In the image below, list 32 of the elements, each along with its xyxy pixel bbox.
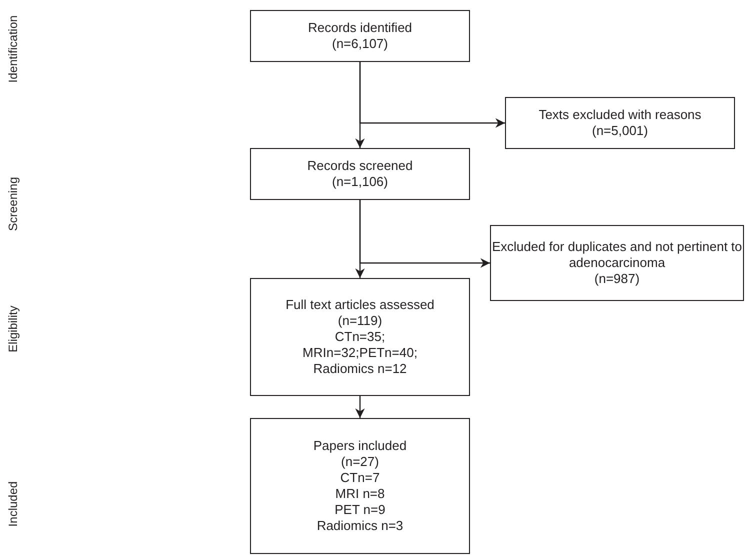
box-text: CTn=35; [334,329,386,345]
stage-label: Eligibility [6,304,20,354]
process-box [250,10,470,62]
box-text: Radiomics n=3 [316,518,404,534]
arrow [355,200,365,278]
box-text: Radiomics n=12 [313,361,407,377]
box-text: (n=5,001) [592,123,648,139]
stage-label: Identification [6,14,20,85]
box-text: MRIn=32;PETn=40; [302,345,418,361]
box-text: Records screened [307,158,413,174]
box-text: (n=1,106) [332,174,388,190]
box-text: Papers included [313,438,407,454]
box-text: Texts excluded with reasons [538,107,702,123]
box-text: (n=987) [594,271,640,287]
process-box [250,148,470,200]
arrow [355,62,365,148]
box-text: Excluded for duplicates and not pertinent to adenocarcinoma [491,239,743,271]
box-text: Full text articles assessed [286,297,434,313]
box-text: PET n=9 [334,502,386,518]
process-box [505,97,735,149]
box-text: MRI n=8 [335,486,385,502]
stage-label: Screening [6,176,20,234]
process-box [250,418,470,554]
arrow [355,396,365,418]
box-text: (n=119) [338,313,382,329]
stage-label: Included [6,480,20,529]
process-box [250,278,470,396]
box-text: Records identified [308,20,412,36]
box-text: (n=6,107) [332,36,388,52]
process-box [490,225,744,301]
box-text: CTn=7 [340,470,380,486]
box-text: (n=27) [341,454,379,470]
